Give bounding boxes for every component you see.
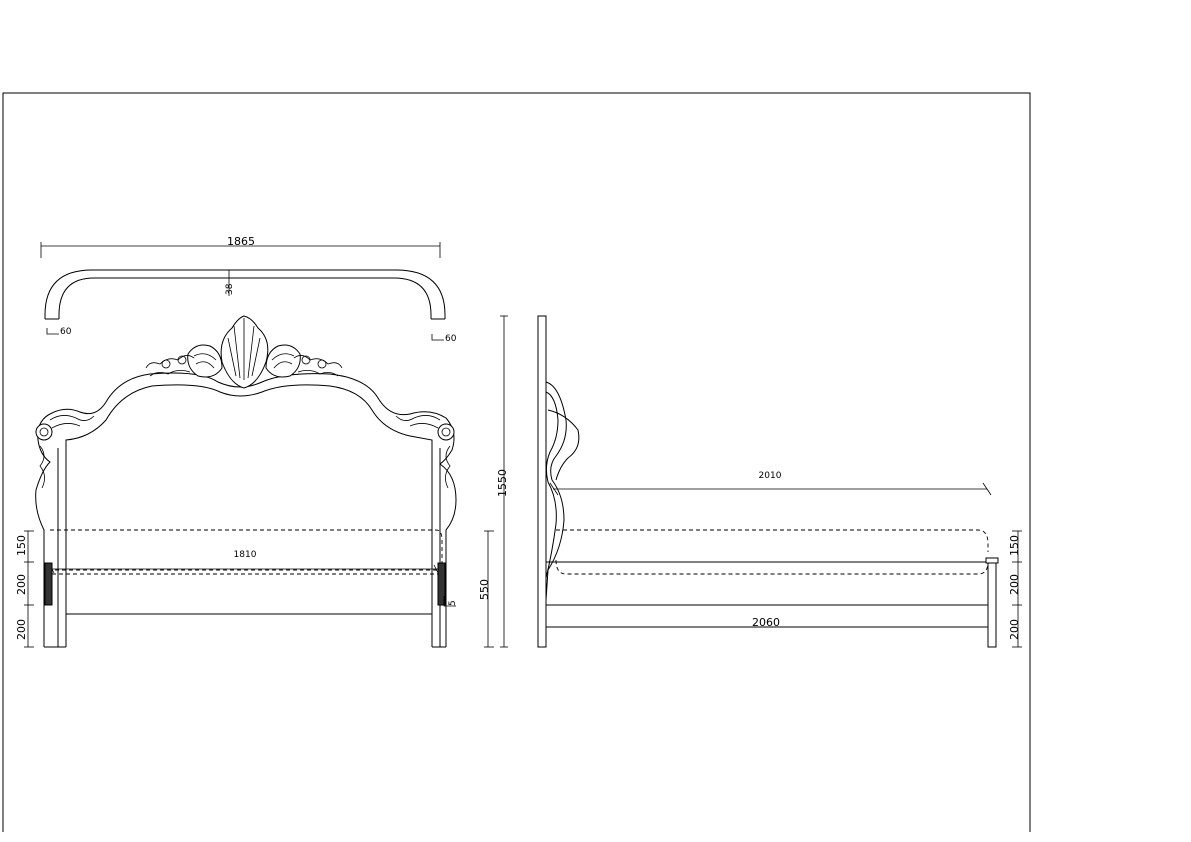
dim-overall-length: 2060 bbox=[752, 616, 780, 629]
rail-bracket-left bbox=[44, 562, 53, 606]
dim-cleat: 5 bbox=[448, 600, 458, 606]
rail-bracket-right bbox=[437, 562, 446, 606]
dim-rail-leg-left: 60 bbox=[60, 327, 72, 337]
dim-inner-length: 2010 bbox=[759, 471, 782, 481]
dim-side-rail-height: 200 bbox=[1008, 574, 1021, 595]
dim-footboard-height: 550 bbox=[478, 579, 491, 600]
plan-view: 1865 38 60 60 bbox=[40, 235, 457, 344]
sheet-frame bbox=[2, 92, 1031, 832]
dim-inner-width: 1810 bbox=[234, 550, 257, 560]
dim-side-mattress-height: 150 bbox=[1008, 535, 1021, 556]
dim-mattress-height: 150 bbox=[15, 535, 28, 556]
side-elevation: 2010 2060 150 200 200 bbox=[537, 315, 1022, 648]
dim-rail-height: 200 bbox=[15, 574, 28, 595]
dim-rail-leg-right: 60 bbox=[445, 334, 457, 344]
front-elevation: 1810 5 150 200 200 550 1550 bbox=[15, 315, 509, 648]
dim-headboard-height: 1550 bbox=[496, 469, 509, 497]
dim-side-leg-clearance: 200 bbox=[1008, 619, 1021, 640]
dim-rail-thickness: 38 bbox=[225, 283, 235, 295]
dim-overall-width: 1865 bbox=[227, 235, 255, 248]
dim-leg-clearance: 200 bbox=[15, 619, 28, 640]
